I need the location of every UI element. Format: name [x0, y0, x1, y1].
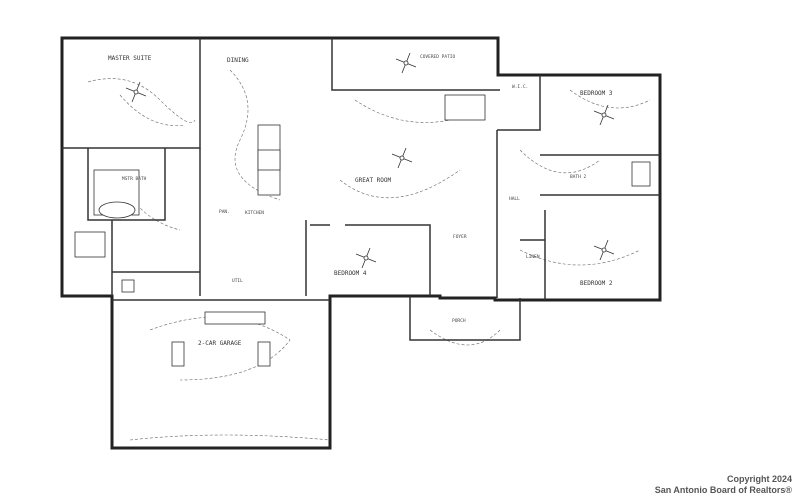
label-hall: HALL — [509, 196, 520, 202]
label-porch: PORCH — [452, 318, 466, 324]
label-great-room: GREAT ROOM — [355, 177, 392, 184]
label-wic: W.I.C. — [512, 84, 528, 90]
label-utility: UTIL — [232, 278, 243, 284]
label-bedroom-2: BEDROOM 2 — [580, 280, 613, 287]
label-master-suite: MASTER SUITE — [108, 55, 152, 62]
label-pantry: PAN. — [219, 209, 230, 215]
label-garage: 2-CAR GARAGE — [198, 340, 242, 347]
label-master-bath: MSTR BATH — [122, 176, 147, 182]
walls — [60, 36, 662, 450]
fixtures — [74, 94, 651, 367]
label-bath-2: BATH 2 — [570, 174, 587, 180]
ceiling-fans — [125, 52, 615, 269]
label-bedroom-3: BEDROOM 3 — [580, 90, 613, 97]
electrical-wiring — [87, 69, 651, 441]
copyright-notice: Copyright 2024 San Antonio Board of Real… — [655, 474, 792, 496]
room-labels: MASTER SUITE DINING COVERED PATIO W.I.C.… — [108, 54, 613, 347]
label-kitchen: KITCHEN — [245, 210, 264, 216]
copyright-owner: San Antonio Board of Realtors® — [654, 485, 792, 495]
label-linen: LINEN — [526, 254, 540, 260]
copyright-year: Copyright 2024 — [726, 474, 792, 484]
label-bedroom-4: BEDROOM 4 — [334, 270, 367, 277]
label-dining: DINING — [227, 57, 249, 64]
label-covered-patio: COVERED PATIO — [420, 54, 456, 60]
label-foyer: FOYER — [453, 234, 467, 240]
